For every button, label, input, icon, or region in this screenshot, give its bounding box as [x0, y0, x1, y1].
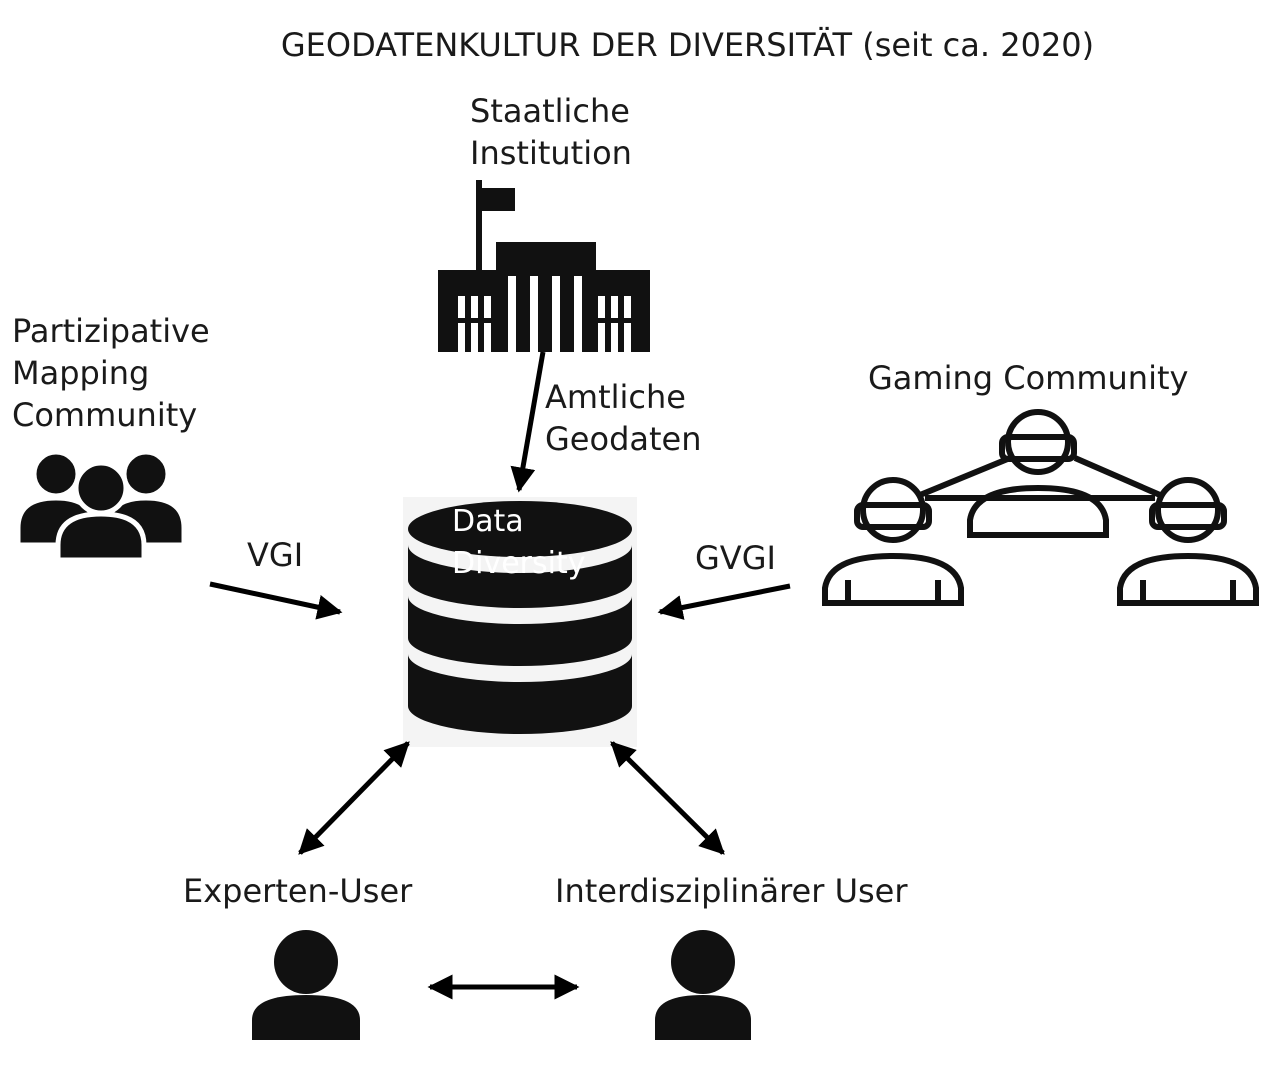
- state-institution-label: Staatliche Institution: [470, 92, 632, 172]
- data-diversity-label: Data Diversity: [452, 504, 586, 581]
- gaming-community-label: Gaming Community: [868, 359, 1189, 397]
- edge-official-geodata: [510, 351, 546, 493]
- participatory-community-label: Partizipative Mapping Community: [12, 312, 210, 434]
- government-building-icon: [438, 180, 650, 352]
- gvgi-label: GVGI: [695, 539, 776, 577]
- expert-user-label: Experten-User: [183, 872, 413, 910]
- user-icon: [655, 930, 751, 1040]
- database-icon: [403, 497, 637, 747]
- edge-db-interdisciplinary: [610, 741, 725, 855]
- people-group-icon: [15, 449, 187, 563]
- edge-vgi: [209, 581, 343, 620]
- official-geodata-label: Amtliche Geodaten: [545, 378, 702, 458]
- vr-gamers-network-icon: [822, 409, 1259, 606]
- edge-db-expert: [298, 741, 410, 855]
- edge-gvgi: [657, 583, 791, 620]
- vgi-label: VGI: [247, 536, 304, 574]
- interdisciplinary-user-label: Interdisziplinärer User: [555, 872, 908, 910]
- diagram-title: GEODATENKULTUR DER DIVERSITÄT (seit ca. …: [280, 26, 1095, 64]
- user-icon: [252, 930, 360, 1040]
